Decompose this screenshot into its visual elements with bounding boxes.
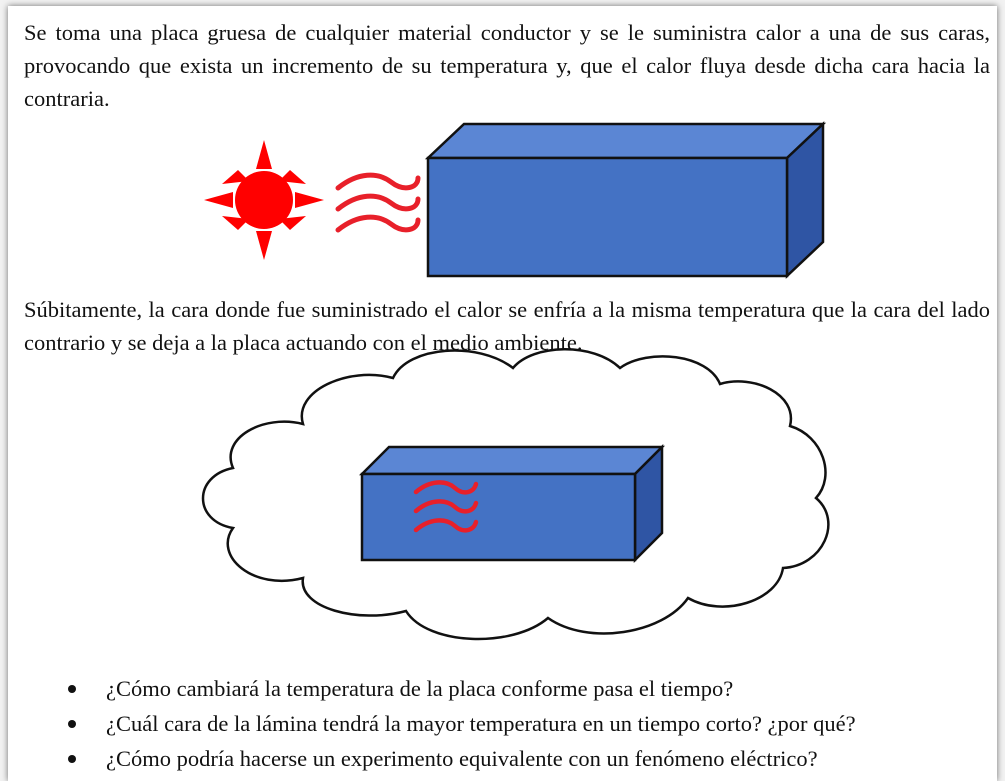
second-paragraph: Súbitamente, la cara donde fue suministr… [24,297,990,355]
bullet-icon [68,720,76,728]
plate-block-cooling [358,443,666,564]
figure-plate-environment [201,348,830,641]
plate-block [424,121,827,279]
list-item: ¿Cómo cambiará la temperatura de la plac… [68,671,856,706]
questions-list: ¿Cómo cambiará la temperatura de la plac… [68,671,856,776]
bullet-icon [68,685,76,693]
bullet-icon [68,755,76,763]
heat-waves-icon [335,172,421,233]
list-item: ¿Cuál cara de la lámina tendrá la mayor … [68,706,856,741]
intro-paragraph: Se toma una placa gruesa de cualquier ma… [24,20,990,111]
internal-heat-waves-icon [413,480,479,533]
list-item: ¿Cómo podría hacerse un experimento equi… [68,741,856,776]
sun-icon [204,140,324,260]
figure-heating-plate [204,121,827,279]
document-page: Se toma una placa gruesa de cualquier ma… [8,6,997,781]
